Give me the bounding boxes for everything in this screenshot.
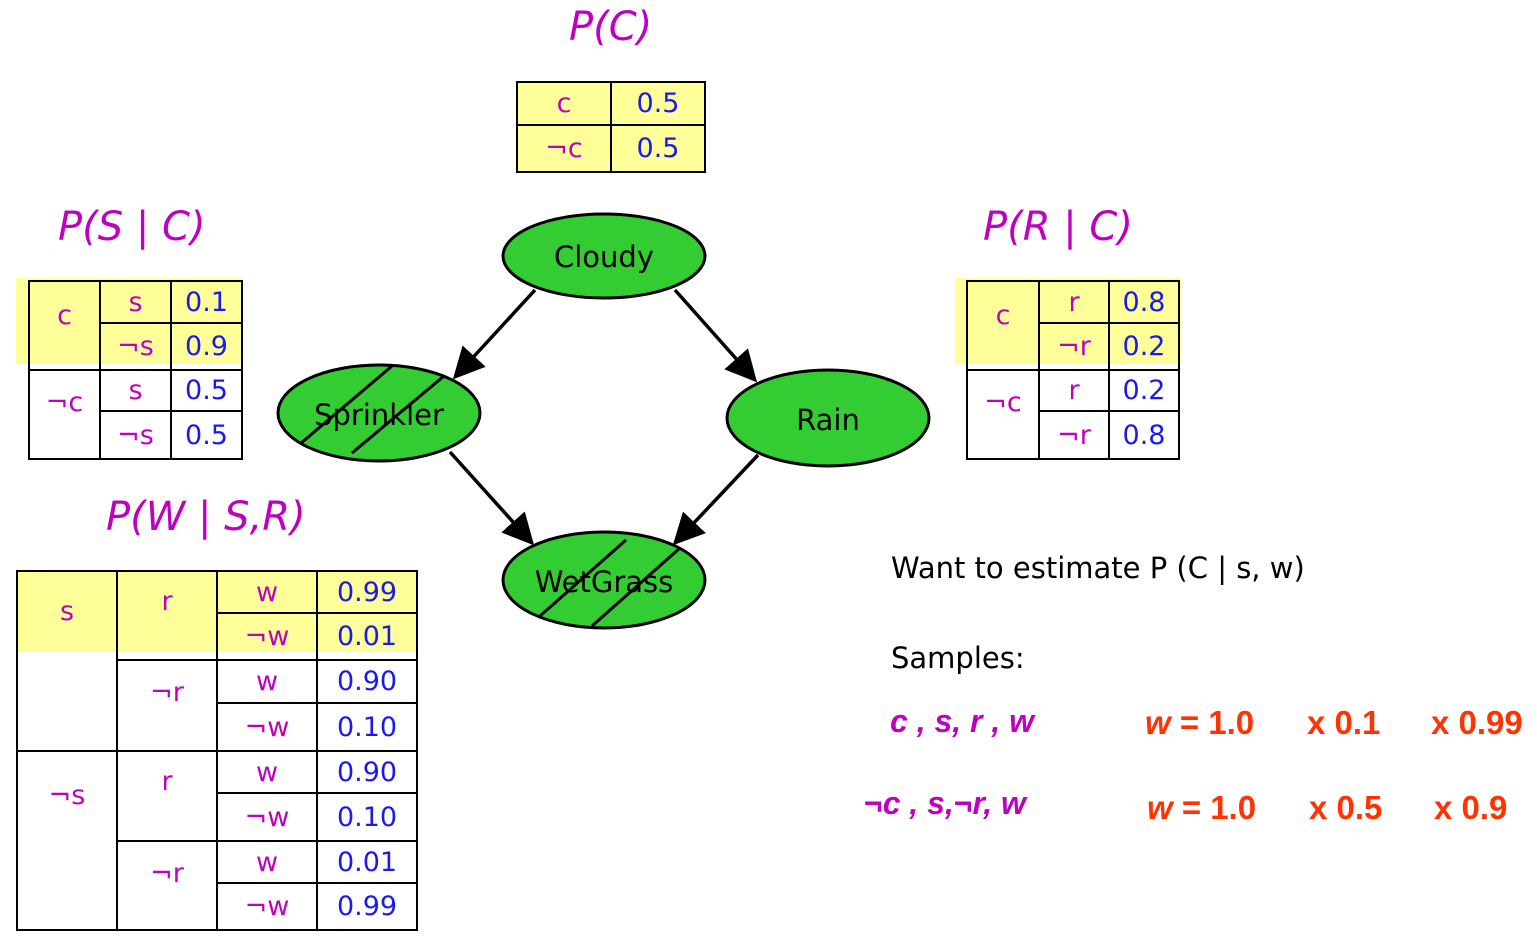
- cpt-s-prob: 0.5: [170, 410, 243, 460]
- cpt-w-prob: 0.10: [316, 702, 418, 752]
- node-cloudy: Cloudy: [501, 212, 707, 300]
- edge-cloudy-sprinkler: [452, 288, 537, 380]
- cpt-r-prob: 0.2: [1108, 322, 1180, 371]
- cpt-w-var: w: [216, 840, 318, 884]
- cpt-r-prob: 0.8: [1108, 280, 1180, 324]
- cpt-s-prob: 0.1: [170, 280, 243, 324]
- sample-1-factor-2: x 0.99: [1431, 704, 1523, 741]
- cpt-w-prob: 0.90: [316, 659, 418, 704]
- edge-cloudy-rain: [673, 288, 758, 383]
- cpt-w-var: ¬w: [216, 792, 318, 842]
- cpt-r-table: c r 0.8 ¬r 0.2 ¬c r 0.2 ¬r 0.8: [966, 280, 1180, 460]
- cpt-w-table: s r w 0.99 ¬w 0.01 ¬r w 0.90 ¬w 0.10 ¬s …: [16, 570, 418, 931]
- node-cloudy-label: Cloudy: [554, 240, 654, 274]
- sample-2: ¬c , s,¬r, w: [864, 785, 1026, 821]
- sample-1-factor-1: x 0.1: [1307, 704, 1381, 741]
- cpt-w-prob: 0.99: [316, 882, 418, 931]
- cpt-c-var: ¬c: [516, 124, 612, 173]
- weight-symbol: w: [1147, 789, 1173, 826]
- cpt-w-prob: 0.01: [316, 840, 418, 884]
- cpt-w-var: w: [216, 570, 318, 614]
- cpt-w-prob: 0.99: [316, 570, 418, 614]
- cpt-w-var: w: [216, 659, 318, 704]
- node-rain: Rain: [725, 368, 931, 468]
- node-sprinkler: Sprinkler: [276, 363, 482, 463]
- cpt-s-var: ¬s: [99, 410, 172, 460]
- cpt-r-parent: c: [966, 280, 1040, 371]
- pc-title: P(C): [569, 4, 653, 50]
- sample-2-factor-1: x 0.5: [1309, 789, 1383, 826]
- cpt-r-parent: ¬c: [966, 369, 1040, 460]
- cpt-w-r-parent: ¬r: [116, 659, 218, 752]
- cpt-w-r-parent: r: [116, 570, 218, 661]
- sample-1-weight: w = 1.0: [1145, 704, 1254, 742]
- cpt-s-var: ¬s: [99, 322, 172, 371]
- weight-symbol: w: [1145, 704, 1171, 741]
- edge-rain-wetgrass: [672, 453, 760, 546]
- cpt-w-var: ¬w: [216, 882, 318, 931]
- samples-label: Samples:: [891, 641, 1025, 675]
- node-rain-label: Rain: [796, 403, 860, 437]
- cpt-w-r-parent: ¬r: [116, 840, 218, 931]
- cpt-w-r-parent: r: [116, 750, 218, 842]
- estimate-text: Want to estimate P (C | s, w): [891, 551, 1305, 585]
- hatch-stroke: [351, 374, 445, 455]
- node-sprinkler-label: Sprinkler: [314, 398, 444, 432]
- node-wetgrass-label: WetGrass: [535, 565, 674, 599]
- hatch-stroke: [591, 546, 681, 628]
- cpt-r-prob: 0.2: [1108, 369, 1180, 412]
- cpt-r-prob: 0.8: [1108, 410, 1180, 460]
- cpt-w-s-parent: ¬s: [16, 750, 118, 931]
- cpt-s-prob: 0.5: [170, 369, 243, 412]
- cpt-w-var: w: [216, 750, 318, 794]
- hatch-stroke: [299, 364, 393, 446]
- cpt-r-var: r: [1038, 280, 1110, 324]
- cpt-w-prob: 0.01: [316, 612, 418, 661]
- cpt-s-var: s: [99, 369, 172, 412]
- node-wetgrass: WetGrass: [501, 530, 707, 630]
- cpt-s-prob: 0.9: [170, 322, 243, 371]
- psc-title: P(S | C): [58, 204, 206, 250]
- pwsr-title: P(W | S,R): [106, 494, 306, 540]
- cpt-w-prob: 0.90: [316, 750, 418, 794]
- cpt-s-parent: c: [28, 280, 101, 371]
- hatch-stroke: [539, 538, 627, 618]
- cpt-w-s-parent: s: [16, 570, 118, 752]
- cpt-c-var: c: [516, 81, 612, 126]
- cpt-c-table: c 0.5 ¬c 0.5: [516, 81, 706, 173]
- sample-2-weight: w = 1.0: [1147, 789, 1256, 827]
- cpt-s-var: s: [99, 280, 172, 324]
- weight-value: = 1.0: [1181, 789, 1257, 826]
- cpt-c-prob: 0.5: [610, 124, 706, 173]
- cpt-r-var: r: [1038, 369, 1110, 412]
- cpt-r-var: ¬r: [1038, 322, 1110, 371]
- cpt-w-prob: 0.10: [316, 792, 418, 842]
- sample-1: c , s, r , w: [890, 703, 1035, 739]
- sample-2-factor-2: x 0.9: [1434, 789, 1508, 826]
- cpt-s-parent: ¬c: [28, 369, 101, 460]
- cpt-c-prob: 0.5: [610, 81, 706, 126]
- weight-value: = 1.0: [1179, 704, 1255, 741]
- prc-title: P(R | C): [983, 204, 1133, 250]
- edge-sprinkler-wetgrass: [448, 450, 535, 546]
- cpt-w-var: ¬w: [216, 702, 318, 752]
- cpt-s-table: c s 0.1 ¬s 0.9 ¬c s 0.5 ¬s 0.5: [28, 280, 243, 460]
- cpt-w-var: ¬w: [216, 612, 318, 661]
- cpt-r-var: ¬r: [1038, 410, 1110, 460]
